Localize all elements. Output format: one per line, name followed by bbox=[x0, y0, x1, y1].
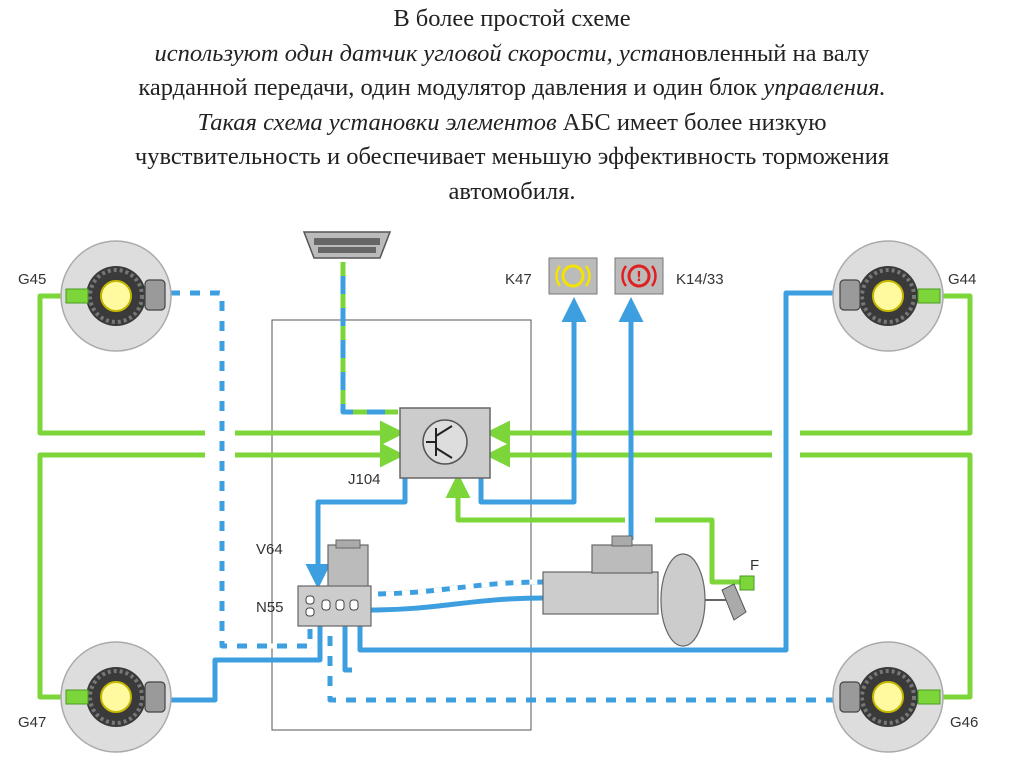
g46-brake-line-dash bbox=[327, 626, 845, 703]
transistor-icon bbox=[422, 419, 468, 465]
g45-brake-line bbox=[160, 290, 313, 649]
j104-lamp-wire bbox=[478, 420, 577, 505]
g44-brake-line bbox=[357, 290, 845, 653]
master-pipe-1-dash bbox=[369, 579, 546, 597]
g47-brake-line bbox=[160, 626, 323, 703]
caliper-icon bbox=[839, 681, 861, 713]
control-unit-j104 bbox=[399, 407, 491, 479]
diag-wire-dash bbox=[340, 262, 398, 415]
lamp-k14-33: ! bbox=[614, 257, 664, 295]
title-line-3: карданной передачи, один модулятор давле… bbox=[138, 74, 886, 101]
sensor-icon bbox=[65, 288, 89, 304]
label-k14-33: K14/33 bbox=[676, 271, 724, 288]
pump-motor-v64 bbox=[327, 539, 369, 590]
label-f: F bbox=[750, 557, 759, 574]
master-pipe-2 bbox=[369, 595, 546, 613]
title-line-6: автомобиля. bbox=[448, 177, 576, 205]
label-g45: G45 bbox=[18, 271, 46, 288]
modulator-n55 bbox=[297, 585, 372, 627]
electrical-wiring bbox=[305, 290, 845, 653]
control-unit-housing bbox=[271, 319, 532, 731]
sensor-icon bbox=[917, 288, 941, 304]
sensor-icon bbox=[65, 689, 89, 705]
svg-text:!: ! bbox=[636, 270, 642, 285]
title-line-5: чувствительность и обеспечивает меньшую … bbox=[134, 143, 890, 170]
wheel-front-left bbox=[60, 240, 172, 352]
sensor-wiring bbox=[37, 262, 973, 700]
caliper-icon bbox=[839, 279, 861, 311]
brake-pedal-icon bbox=[721, 583, 747, 621]
j104-pump-wire bbox=[305, 478, 408, 589]
label-g44: G44 bbox=[948, 271, 976, 288]
g45-sensor-wire bbox=[37, 293, 205, 436]
diagnostic-connector bbox=[302, 231, 392, 259]
g46-sensor-wire bbox=[800, 452, 973, 700]
brake-lines bbox=[160, 290, 845, 703]
g44-sensor-wire bbox=[800, 293, 973, 436]
label-v64: V64 bbox=[256, 541, 283, 558]
label-j104: J104 bbox=[348, 471, 381, 488]
wheel-rear-left bbox=[60, 641, 172, 753]
title-line-4: Такая схема установки элементов АБС имее… bbox=[197, 108, 827, 136]
wheel-front-right bbox=[832, 240, 944, 352]
wheel-rear-right bbox=[832, 641, 944, 753]
g45-brake-line-dash bbox=[160, 290, 313, 649]
switch-f bbox=[739, 575, 755, 591]
label-g47: G47 bbox=[18, 714, 46, 731]
switch-f-wire bbox=[655, 517, 740, 585]
brake-booster bbox=[660, 553, 747, 647]
caliper-icon bbox=[144, 681, 166, 713]
g47-sensor-wire bbox=[37, 452, 205, 700]
diag-wire bbox=[340, 262, 398, 415]
g46-brake-line bbox=[327, 626, 845, 703]
title-line-2: используют один датчик угловой скорости,… bbox=[154, 39, 870, 67]
label-k47: K47 bbox=[505, 271, 532, 288]
label-n55: N55 bbox=[256, 599, 284, 616]
lamp-k47 bbox=[548, 257, 598, 295]
title-line-1: В более простой схеме bbox=[393, 5, 631, 32]
sensor-icon bbox=[917, 689, 941, 705]
description-text: В более простой схеме используют один да… bbox=[0, 2, 1024, 209]
aux-brake-line bbox=[342, 626, 352, 673]
label-g46: G46 bbox=[950, 714, 978, 731]
switch-f-wire-end bbox=[445, 473, 625, 523]
caliper-icon bbox=[144, 279, 166, 311]
master-cylinder bbox=[542, 535, 659, 615]
